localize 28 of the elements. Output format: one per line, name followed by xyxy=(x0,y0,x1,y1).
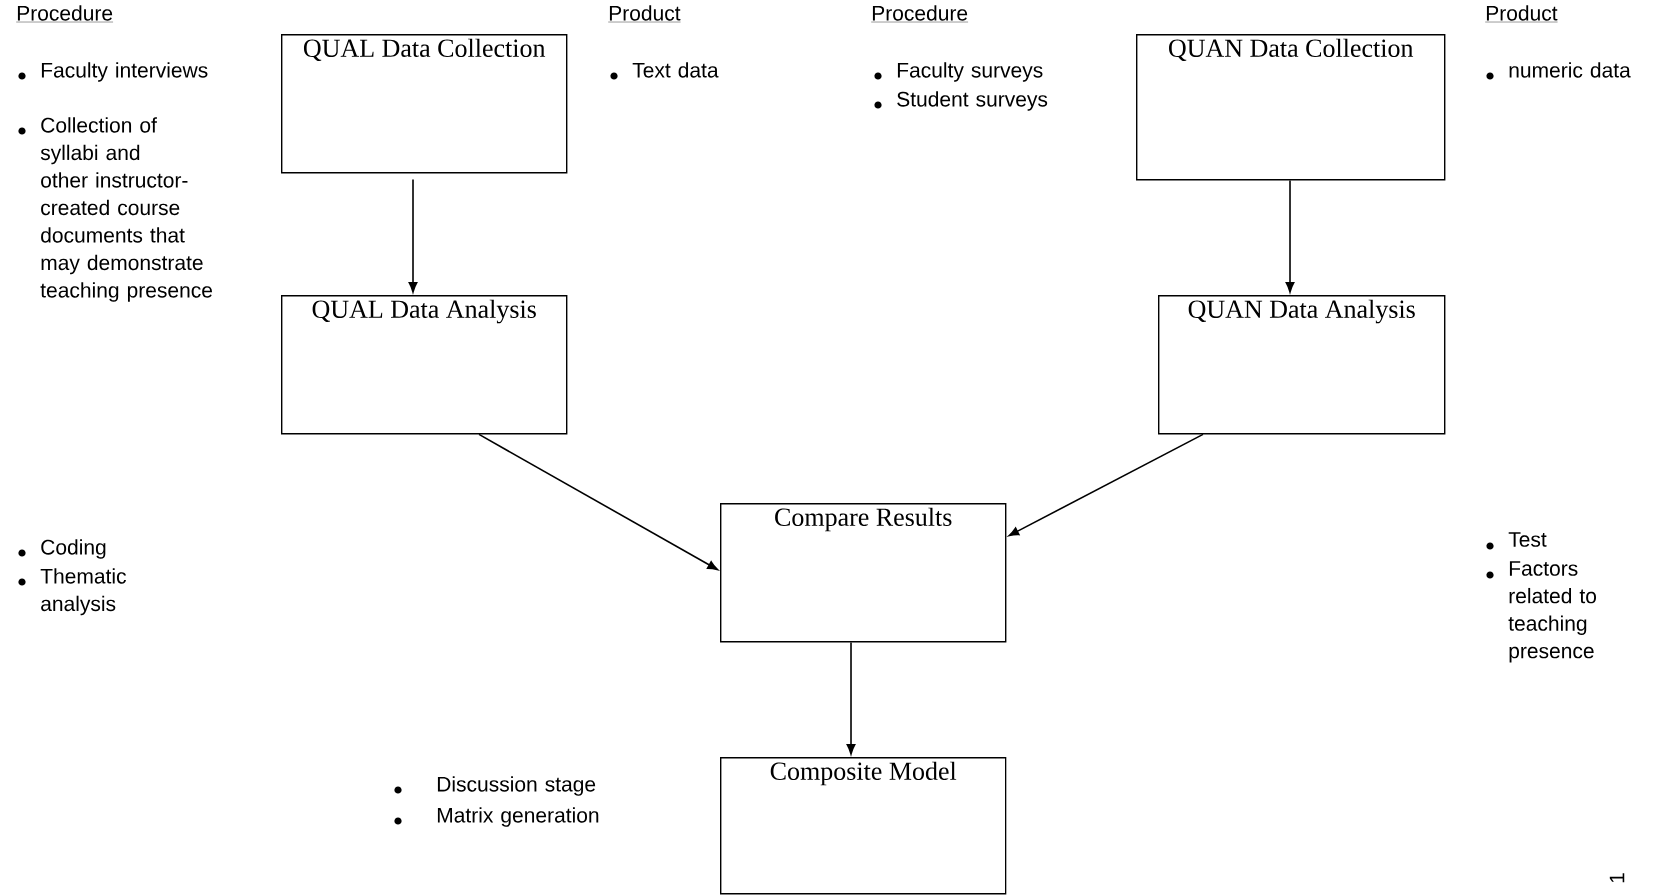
list-item: Student surveys xyxy=(897,91,1048,111)
list-item: Faculty surveys xyxy=(897,62,1043,82)
column-heading: Procedure xyxy=(16,5,114,23)
list-item: Matrix generation xyxy=(437,807,599,827)
page-number: 1 xyxy=(1609,873,1625,883)
process-box: Composite Model xyxy=(720,757,1007,895)
list-item: Text data xyxy=(632,62,719,78)
list-item: numeric data xyxy=(1509,62,1631,78)
list-item: Coding xyxy=(41,539,106,559)
arrow xyxy=(1008,433,1204,537)
process-box: QUAN Data Collection xyxy=(1136,34,1446,181)
column-heading: Product xyxy=(1485,5,1558,23)
list-item: Thematic analysis xyxy=(40,568,126,616)
list-item: Discussion stage xyxy=(437,776,596,796)
column-heading: Procedure xyxy=(871,5,969,23)
column-heading: Product xyxy=(608,5,681,23)
list-item: Factors related to teaching presence xyxy=(1508,561,1597,663)
arrow xyxy=(408,178,418,293)
process-box: QUAL Data Collection xyxy=(281,34,568,174)
arrow xyxy=(478,433,718,571)
process-box: QUAN Data Analysis xyxy=(1158,295,1446,435)
list-item: Faculty interviews xyxy=(41,62,208,82)
process-box: Compare Results xyxy=(720,503,1007,643)
process-box: QUAL Data Analysis xyxy=(281,295,568,435)
list-item: Test xyxy=(1508,532,1547,547)
arrow xyxy=(846,641,856,755)
list-item: Collection of syllabi and other instructor-created course documents that may demonstrate teaching presence xyxy=(40,117,212,302)
arrow xyxy=(1285,179,1295,293)
